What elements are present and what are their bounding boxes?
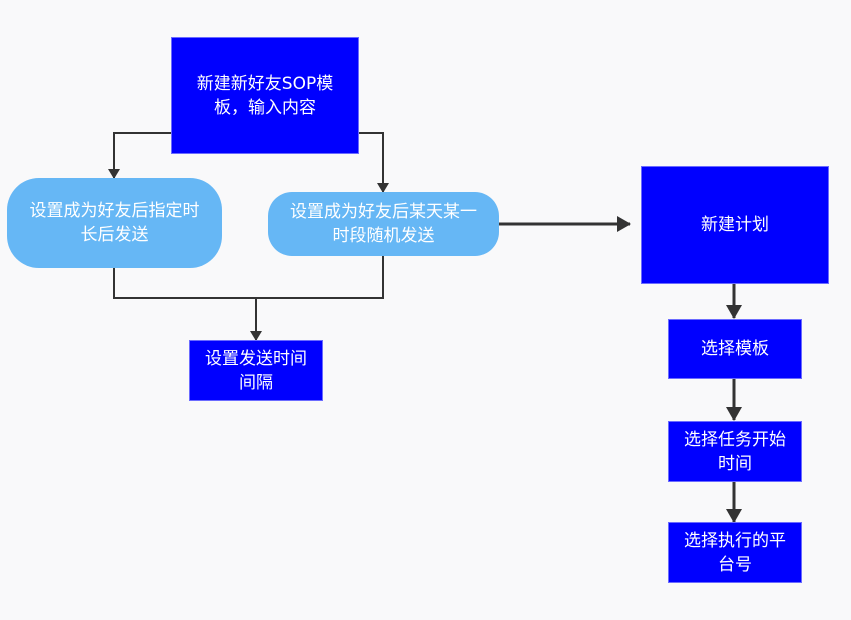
node-select-platform[interactable]: 选择执行的平台号 — [668, 522, 802, 583]
edge-create-template-to-send-after-duration — [108, 132, 172, 179]
edge-create-template-to-send-random-period — [358, 132, 389, 193]
node-select-start-time-label: 选择任务开始时间 — [684, 429, 786, 474]
node-select-template-label: 选择模板 — [701, 339, 769, 359]
node-create-plan-label: 新建计划 — [701, 215, 769, 235]
edge-send-random-period-to-set-interval — [250, 256, 384, 341]
node-set-interval[interactable]: 设置发送时间间隔 — [189, 340, 323, 401]
node-create-template-label: 新建新好友SOP模板，输入内容 — [196, 73, 334, 118]
node-send-random-period[interactable]: 设置成为好友后某天某一时段随机发送 — [268, 192, 499, 256]
node-send-after-duration-label: 设置成为好友后指定时长后发送 — [29, 201, 200, 245]
node-select-template[interactable]: 选择模板 — [668, 319, 802, 379]
node-send-random-period-label: 设置成为好友后某天某一时段随机发送 — [290, 202, 477, 246]
node-set-interval-label: 设置发送时间间隔 — [205, 348, 307, 393]
edge-send-after-duration-to-set-interval — [113, 268, 256, 299]
node-select-start-time[interactable]: 选择任务开始时间 — [668, 421, 802, 482]
node-select-platform-label: 选择执行的平台号 — [684, 530, 786, 575]
node-create-template[interactable]: 新建新好友SOP模板，输入内容 — [171, 37, 359, 154]
node-create-plan[interactable]: 新建计划 — [641, 166, 829, 284]
node-send-after-duration[interactable]: 设置成为好友后指定时长后发送 — [7, 178, 222, 268]
